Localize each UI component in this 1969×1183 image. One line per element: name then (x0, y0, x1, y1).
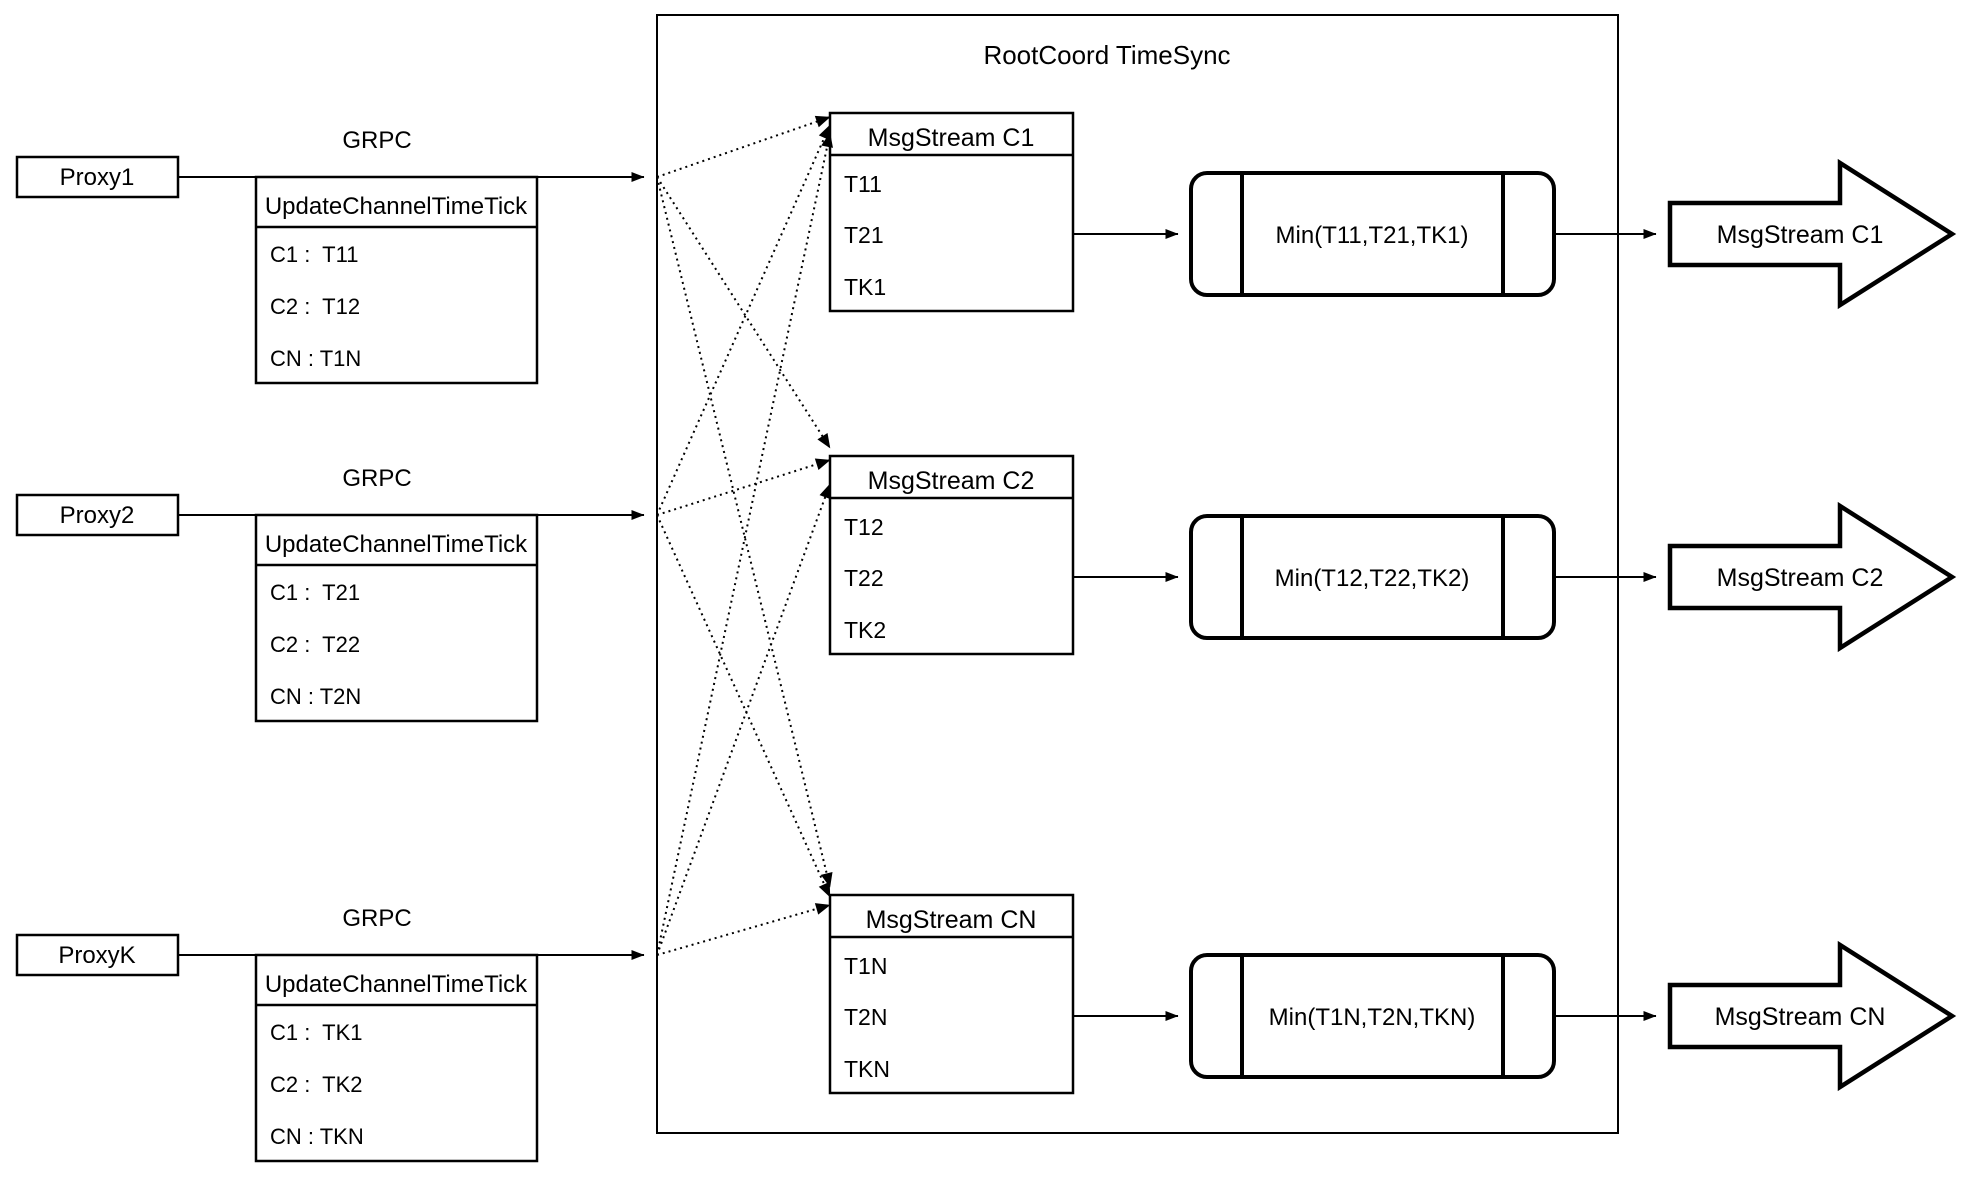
update-timetick-table-1: UpdateChannelTimeTick C1 : T11 C2 : T12 … (254, 175, 539, 385)
update-timetick-table-3: UpdateChannelTimeTick C1 : TK1 C2 : TK2 … (254, 953, 539, 1163)
proxy2-box (15, 493, 180, 537)
min-process-2: Min(T12,T22,TK2) (1189, 514, 1556, 640)
msgstream-table-c1: MsgStream C1 T11 T21 TK1 (828, 111, 1075, 313)
msgstream-table-row: T1N (844, 953, 887, 979)
output-block-arrow-c2 (1667, 501, 1957, 653)
update-table-row: C2 : T22 (270, 632, 360, 657)
msgstream-table-row: T21 (844, 222, 884, 248)
msgstream-table-row: TKN (844, 1056, 890, 1082)
msgstream-table-header-c1: MsgStream C1 (868, 124, 1035, 152)
update-timetick-table-2: UpdateChannelTimeTick C1 : T21 C2 : T22 … (254, 513, 539, 723)
grpc-label-2: GRPC (342, 465, 411, 492)
msgstream-table-row: T2N (844, 1004, 887, 1030)
grpc-label-1: GRPC (342, 127, 411, 154)
msgstream-table-c2: MsgStream C2 T12 T22 TK2 (828, 454, 1075, 656)
timetick-edge-p2-c2 (656, 458, 831, 516)
min-label-2: Min(T12,T22,TK2) (1275, 565, 1470, 592)
proxy-row-3: ProxyK GRPC UpdateChannelTimeTick C1 : T… (15, 893, 1957, 1163)
rootcoord-container: RootCoord TimeSync (656, 14, 1619, 1134)
timetick-edge-p1-cn (656, 176, 833, 888)
msgstream-table-box-cn (828, 893, 1075, 1095)
timetick-edge-p1-c1 (656, 115, 831, 178)
proxy-row-2: Proxy2 GRPC UpdateChannelTimeTick C1 : T… (15, 454, 1957, 723)
output-stream-c1: MsgStream C1 (1667, 158, 1957, 310)
grpc-label-3: GRPC (342, 905, 411, 932)
proxyk-box (15, 933, 180, 977)
proxy2-label: Proxy2 (60, 502, 135, 529)
update-table-box-1 (254, 175, 539, 385)
update-table-box-2 (254, 513, 539, 723)
timetick-edge-p2-c1 (656, 124, 831, 516)
proxy-row-1: Proxy1 GRPC UpdateChannelTimeTick C1 : T… (15, 111, 1957, 385)
proxy1-box (15, 155, 180, 199)
min-label-1: Min(T11,T21,TK1) (1276, 222, 1469, 249)
proxyk-label: ProxyK (58, 942, 135, 969)
update-table-row: CN : TKN (270, 1124, 364, 1149)
msgstream-table-box-c1 (828, 111, 1075, 313)
update-table-header-1: UpdateChannelTimeTick (265, 193, 528, 220)
msgstream-table-row: T12 (844, 514, 884, 540)
msgstream-table-row: TK1 (844, 274, 886, 300)
update-table-row: C1 : T11 (270, 242, 358, 267)
min-process-3: Min(T1N,T2N,TKN) (1189, 953, 1556, 1079)
timetick-edge-pk-cn (656, 903, 831, 956)
msgstream-table-header-c2: MsgStream C2 (868, 467, 1035, 495)
output-stream-cn: MsgStream CN (1667, 940, 1957, 1092)
msgstream-table-header-cn: MsgStream CN (866, 906, 1037, 934)
timetick-edge-pk-c1 (656, 132, 833, 956)
rootcoord-title: RootCoord TimeSync (983, 40, 1230, 70)
timetick-edge-p2-cn (656, 514, 831, 898)
msgstream-table-box-c2 (828, 454, 1075, 656)
min-process-1: Min(T11,T21,TK1) (1189, 171, 1556, 297)
timetick-dotted-edges (656, 115, 833, 956)
update-table-row: CN : T1N (270, 346, 361, 371)
timetick-edge-p1-c2 (656, 176, 831, 449)
output-stream-c2: MsgStream C2 (1667, 501, 1957, 653)
rootcoord-box (656, 14, 1619, 1134)
update-table-row: CN : T2N (270, 684, 361, 709)
update-table-row: C2 : T12 (270, 294, 360, 319)
timetick-edge-pk-c2 (656, 483, 831, 956)
output-block-arrow-cn (1667, 940, 1957, 1092)
min-label-3: Min(T1N,T2N,TKN) (1269, 1004, 1476, 1031)
msgstream-table-row: TK2 (844, 617, 886, 643)
output-block-arrow-c1 (1667, 158, 1957, 310)
update-table-header-2: UpdateChannelTimeTick (265, 531, 528, 558)
output-label-cn: MsgStream CN (1715, 1003, 1886, 1031)
update-table-box-3 (254, 953, 539, 1163)
msgstream-table-cn: MsgStream CN T1N T2N TKN (828, 893, 1075, 1095)
update-table-row: C2 : TK2 (270, 1072, 363, 1097)
update-table-header-3: UpdateChannelTimeTick (265, 971, 528, 998)
output-label-c2: MsgStream C2 (1717, 564, 1884, 592)
update-table-row: C1 : TK1 (270, 1020, 363, 1045)
msgstream-table-row: T11 (844, 171, 882, 197)
update-table-row: C1 : T21 (270, 580, 360, 605)
msgstream-table-row: T22 (844, 565, 884, 591)
proxy1-label: Proxy1 (60, 164, 135, 191)
output-label-c1: MsgStream C1 (1717, 221, 1884, 249)
